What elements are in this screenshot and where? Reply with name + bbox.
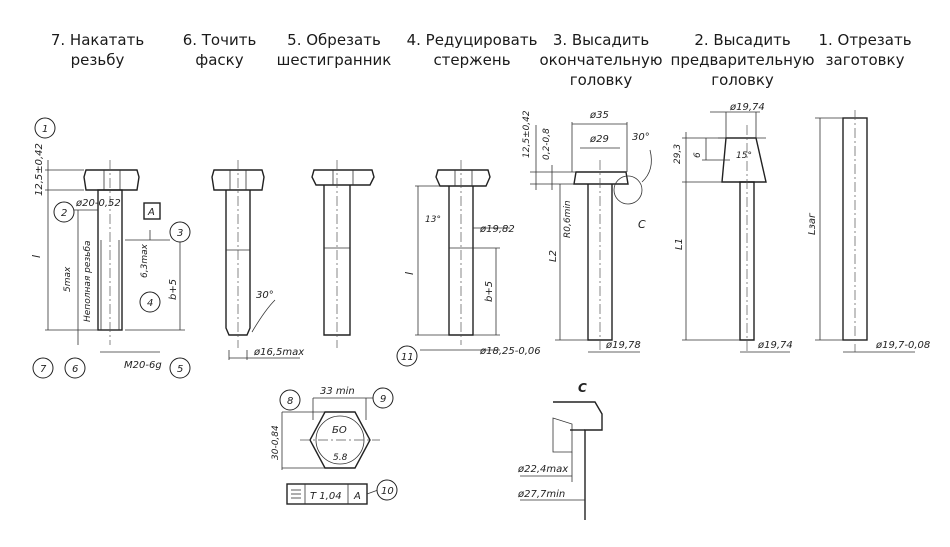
mark-5-8: 5.8 — [333, 453, 348, 463]
dim-angle-15: 15° — [736, 151, 752, 161]
dim-33min: 33 min — [320, 386, 355, 397]
dim-d22-4max: ø22,4max — [517, 464, 568, 475]
detail-view-c: C ø22,4max ø27,7min — [517, 381, 603, 520]
svg-text:6: 6 — [72, 364, 78, 375]
dim-head-height: 12,5±0,42 — [34, 143, 45, 196]
svg-text:7: 7 — [40, 364, 47, 375]
svg-text:3: 3 — [177, 228, 183, 239]
dim-d19-78: ø19,78 — [605, 340, 641, 351]
tolerance-datum-a: A — [353, 491, 361, 502]
dim-length-l4: l — [403, 272, 416, 275]
dim-b5: b+5 — [168, 279, 179, 300]
callout-1: 1 — [34, 117, 56, 139]
dim-l1: L1 — [674, 238, 685, 250]
dim-d20: ø20-0,52 — [75, 198, 121, 209]
svg-text:11: 11 — [401, 352, 414, 363]
dim-angle-13: 13° — [425, 215, 441, 225]
callout-4: 4 — [139, 291, 161, 313]
view-c-marker: C — [638, 218, 646, 231]
dim-d19-7: ø19,7-0,08 — [875, 340, 930, 351]
svg-text:10: 10 — [381, 486, 394, 497]
callout-11: 11 — [396, 345, 418, 367]
dim-length-l: l — [30, 255, 43, 258]
dim-d27-7min: ø27,7min — [517, 489, 565, 500]
callout-5: 5 — [169, 357, 191, 379]
callout-9: 9 — [372, 387, 394, 409]
svg-text:5: 5 — [177, 364, 183, 375]
label-incomplete-thread: Неполная резьба — [83, 240, 93, 322]
dim-5max: 5max — [63, 266, 73, 292]
callout-2: 2 — [53, 201, 75, 223]
bolt-step-2: ø19,74 29,3 6 15° L1 ø19,74 — [673, 102, 793, 353]
svg-text:9: 9 — [380, 394, 386, 405]
bolt-step-6: 30° ø16,5max — [211, 160, 304, 360]
dim-r0-6min: R0,6min — [563, 200, 573, 238]
dim-d29: ø29 — [589, 134, 609, 145]
bolt-step-3: 12,5±0,42 0,2-0,8 ø35 ø29 30° R0,6min C … — [522, 110, 652, 353]
tolerance-t: T 1,04 — [310, 491, 342, 502]
callout-7: 7 — [32, 357, 54, 379]
callout-8: 8 — [279, 389, 301, 411]
dim-30-0-84: 30-0,84 — [271, 425, 281, 460]
callout-6: 6 — [64, 357, 86, 379]
callout-10: 10 — [376, 479, 398, 501]
hex-head-view: БО 5.8 33 min 30-0,84 T 1,04 A — [271, 386, 380, 505]
dim-chamfer-30: 30° — [256, 290, 274, 301]
dim-29-3: 29,3 — [673, 144, 683, 164]
dim-d16-5max: ø16,5max — [253, 347, 304, 358]
dim-angle-30-3: 30° — [632, 132, 650, 143]
dim-thread-m20: M20-6g — [124, 360, 162, 371]
dim-d19-74: ø19,74 — [757, 340, 793, 351]
dim-d19-74-top: ø19,74 — [729, 102, 765, 113]
bolt-step-7: 12,5±0,42 ø20-0,52 A l 5max Неполная рез… — [30, 143, 185, 371]
dim-d18-25: ø18,25-0,06 — [479, 346, 541, 357]
datum-a: A — [147, 207, 155, 218]
bolt-step-4: 13° ø19,82 l b+5 ø18,25-0,06 — [403, 160, 541, 357]
bolt-step-5 — [311, 160, 375, 348]
svg-text:4: 4 — [147, 298, 153, 309]
blank-step-1: Lзаг ø19,7-0,08 — [807, 110, 930, 353]
dim-head-h3: 12,5±0,42 — [522, 110, 532, 158]
dim-6-3max: 6,3max — [140, 243, 150, 278]
detail-c-title: C — [578, 381, 587, 395]
svg-text:2: 2 — [61, 208, 67, 219]
dim-0-2-0-8: 0,2-0,8 — [542, 128, 552, 160]
dim-6: 6 — [693, 152, 703, 158]
svg-text:1: 1 — [42, 124, 48, 135]
svg-text:8: 8 — [287, 396, 293, 407]
callout-3: 3 — [169, 221, 191, 243]
mark-bo: БО — [332, 425, 347, 436]
dim-d19-82: ø19,82 — [479, 224, 515, 235]
dim-b5-4: b+5 — [484, 281, 495, 302]
dim-l2: L2 — [548, 250, 559, 262]
dim-l-zag: Lзаг — [807, 212, 818, 235]
dim-d35: ø35 — [589, 110, 609, 121]
